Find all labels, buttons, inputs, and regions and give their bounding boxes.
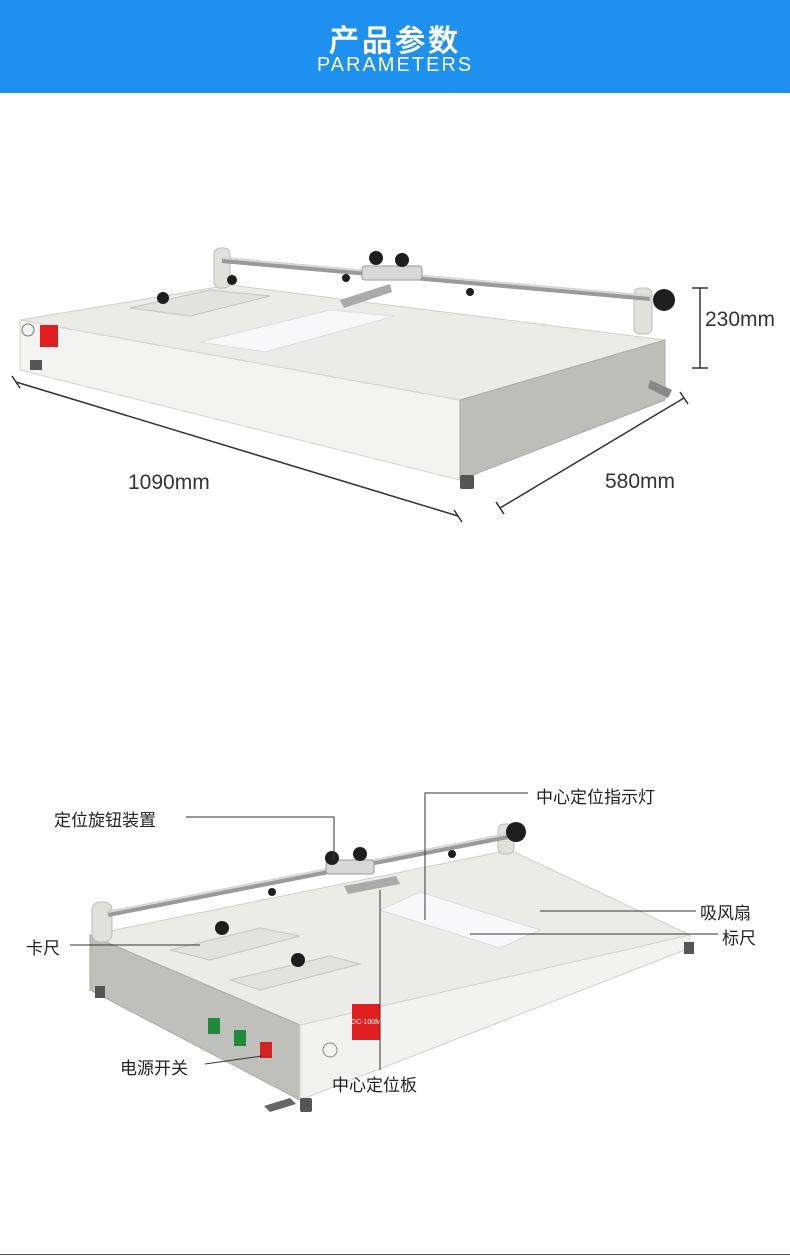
callout-line-knob — [186, 816, 335, 860]
page-subtitle: PARAMETERS — [316, 54, 474, 76]
logo-badge — [40, 325, 58, 347]
caliper-knob — [157, 292, 169, 304]
machine-foot — [30, 360, 42, 370]
machine-foot — [264, 1098, 296, 1112]
width-dimension-line — [499, 397, 685, 509]
power-switch-green — [234, 1030, 246, 1046]
label-card-ruler: 卡尺 — [26, 939, 60, 959]
rail-clip — [268, 888, 276, 896]
logo-badge — [352, 1004, 380, 1040]
power-switch-red — [260, 1042, 272, 1058]
positioning-knob-icon — [325, 851, 339, 865]
center-carriage — [325, 859, 375, 875]
machine-dimension-figure — [11, 247, 708, 523]
machine-foot — [460, 475, 474, 489]
machine-foot — [300, 1098, 312, 1112]
machine-foot — [95, 986, 105, 998]
height-label: 230mm — [705, 308, 776, 331]
rail-pillar — [91, 901, 113, 943]
label-positioning-knob: 定位旋钮装置 — [54, 811, 156, 831]
machine-parts-figure: DC-100M — [70, 792, 718, 1112]
width-label: 580mm — [605, 470, 676, 493]
caliper-plate — [169, 927, 301, 961]
model-label: DC-100M — [351, 1019, 381, 1026]
brand-logo-icon — [21, 323, 35, 337]
caliper-knob — [291, 953, 305, 967]
caliper-plate — [129, 289, 271, 317]
header-banner: 产品参数 PARAMETERS — [0, 0, 790, 93]
center-carriage — [361, 265, 423, 281]
carriage-knob — [369, 251, 383, 265]
bottom-divider — [0, 1254, 790, 1255]
rail-knob — [506, 822, 526, 842]
page-title: 产品参数 — [329, 24, 461, 59]
callout-line-switch — [204, 1055, 263, 1065]
indicator-strip — [199, 309, 396, 353]
rail-bar — [221, 257, 651, 301]
machine-right-side — [459, 339, 666, 481]
positioning-knob-icon — [353, 847, 367, 861]
rail-clip — [342, 274, 350, 282]
label-center-indicator: 中心定位指示灯 — [536, 788, 655, 808]
label-power-switch: 电源开关 — [120, 1059, 188, 1079]
machine-foot — [684, 942, 694, 954]
rail-knob — [653, 289, 675, 311]
carriage-knob — [395, 253, 409, 267]
label-center-plate: 中心定位板 — [332, 1076, 417, 1096]
center-plate — [344, 876, 400, 894]
length-dimension-line — [15, 381, 459, 517]
label-gauge-scale: 标尺 — [722, 929, 756, 949]
machine-foot — [648, 380, 672, 398]
brand-logo-icon — [322, 1042, 338, 1058]
center-plate — [340, 284, 392, 308]
label-suction-fan: 吸风扇 — [700, 904, 751, 924]
rail-clip — [466, 288, 474, 296]
caliper-knob — [215, 921, 229, 935]
length-label: 1090mm — [128, 471, 210, 494]
power-switch-green — [208, 1018, 220, 1034]
callout-line-indicator — [424, 792, 528, 920]
caliper-knob — [227, 275, 237, 285]
rail-clip — [448, 850, 456, 858]
rail-bar — [107, 833, 509, 917]
